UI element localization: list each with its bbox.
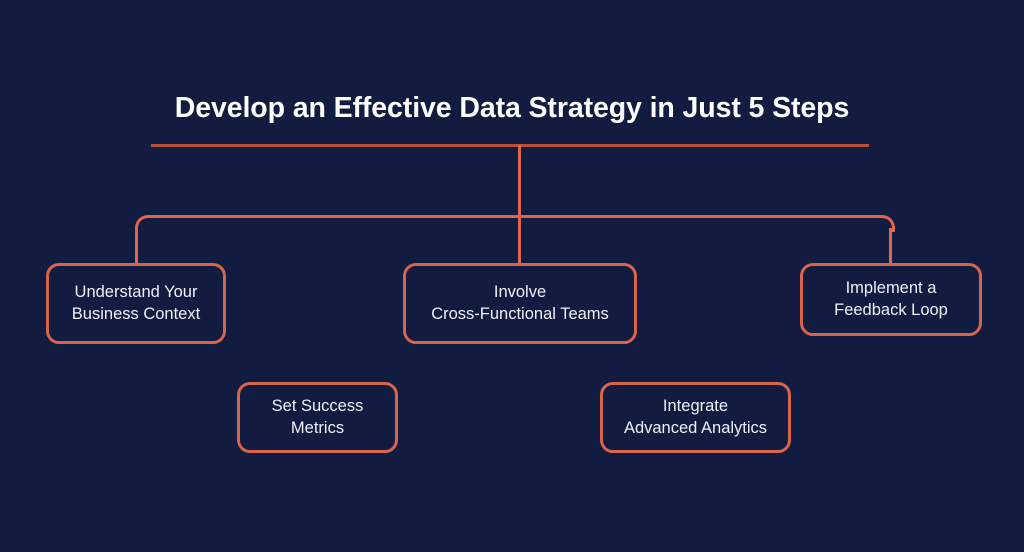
page-title: Develop an Effective Data Strategy in Ju… [174, 92, 850, 124]
title-underline-rule [151, 144, 869, 147]
node-label: Involve Cross-Functional Teams [431, 282, 609, 323]
node-set-success-metrics[interactable]: Set Success Metrics [237, 382, 398, 453]
connector-bus-left [148, 215, 519, 218]
node-label: Implement a Feedback Loop [834, 278, 948, 319]
node-label: Set Success Metrics [271, 396, 364, 437]
node-label: Understand Your Business Context [71, 282, 201, 323]
connector-drop-to-step-1 [135, 228, 138, 265]
node-understand-your-business-context[interactable]: Understand Your Business Context [46, 263, 226, 344]
node-integrate-advanced-analytics[interactable]: Integrate Advanced Analytics [600, 382, 791, 453]
connector-elbow-left [135, 215, 152, 232]
connector-drop-to-step-3 [518, 216, 521, 265]
node-label: Integrate Advanced Analytics [623, 396, 768, 437]
connector-elbow-right [878, 215, 895, 232]
node-implement-a-feedback-loop[interactable]: Implement a Feedback Loop [800, 263, 982, 336]
node-involve-cross-functional-teams[interactable]: Involve Cross-Functional Teams [403, 263, 637, 344]
connector-trunk-vertical [518, 145, 521, 217]
connector-bus-right [519, 215, 879, 218]
connector-drop-to-step-5 [889, 228, 892, 265]
